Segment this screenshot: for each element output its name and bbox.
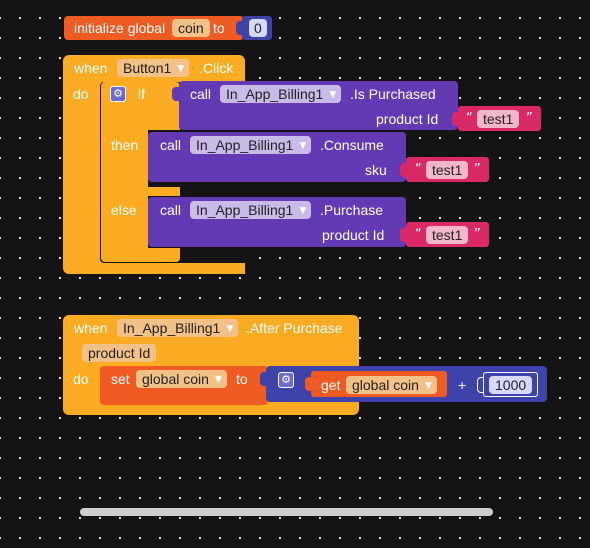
variable-name: global coin bbox=[142, 371, 209, 387]
set-label: set bbox=[111, 371, 130, 387]
component-dropdown[interactable]: In_App_Billing1 ▼ bbox=[190, 201, 312, 219]
component-name: In_App_Billing1 bbox=[123, 320, 221, 336]
method-name: .Consume bbox=[320, 137, 384, 153]
quote-close: ” bbox=[474, 162, 481, 177]
call-label: call bbox=[160, 137, 182, 153]
chevron-down-icon: ▼ bbox=[177, 64, 185, 74]
chevron-down-icon: ▼ bbox=[425, 381, 432, 391]
method-name: .Is Purchased bbox=[350, 86, 436, 102]
gear-glyph: ⚙ bbox=[281, 373, 291, 386]
text-field[interactable]: test1 bbox=[477, 110, 520, 128]
event-name: .After Purchase bbox=[246, 320, 343, 336]
horizontal-scrollbar[interactable] bbox=[80, 508, 493, 516]
chevron-down-icon: ▼ bbox=[215, 375, 222, 385]
event-bottom-cover bbox=[180, 263, 245, 274]
initialize-global-label: initialize global bbox=[74, 20, 166, 36]
text-field[interactable]: test1 bbox=[426, 161, 469, 179]
gear-glyph: ⚙ bbox=[113, 87, 123, 100]
variable-name: global coin bbox=[352, 377, 419, 393]
event-name: .Click bbox=[199, 60, 234, 76]
chevron-down-icon: ▼ bbox=[299, 141, 307, 151]
if-label: if bbox=[138, 86, 145, 102]
call-label: call bbox=[160, 202, 182, 218]
socket-connector bbox=[400, 163, 408, 177]
to-label: to bbox=[236, 371, 248, 387]
chevron-down-icon: ▼ bbox=[226, 324, 234, 334]
quote-open: “ bbox=[415, 162, 422, 177]
socket-connector bbox=[400, 228, 408, 242]
chevron-down-icon: ▼ bbox=[299, 206, 307, 216]
do-label: do bbox=[73, 86, 89, 102]
socket-connector bbox=[452, 112, 460, 126]
socket-connector bbox=[305, 377, 313, 391]
component-dropdown[interactable]: In_App_Billing1 ▼ bbox=[190, 136, 312, 154]
quote-close: ” bbox=[474, 227, 481, 242]
method-name: .Purchase bbox=[320, 202, 384, 218]
text-field[interactable]: test1 bbox=[426, 226, 469, 244]
quote-open: “ bbox=[466, 111, 473, 126]
param-label: product Id bbox=[322, 227, 385, 243]
global-name-field[interactable]: coin bbox=[172, 19, 210, 37]
initialize-global-block[interactable] bbox=[64, 16, 244, 40]
else-label: else bbox=[111, 202, 137, 218]
quote-close: ” bbox=[526, 111, 533, 126]
call-label: call bbox=[190, 86, 212, 102]
when-label: when bbox=[74, 60, 108, 76]
number-field[interactable]: 1000 bbox=[489, 376, 533, 394]
component-name: Button1 bbox=[123, 60, 172, 76]
component-dropdown[interactable]: Button1 ▼ bbox=[117, 59, 190, 77]
socket-connector bbox=[172, 87, 180, 101]
component-name: In_App_Billing1 bbox=[196, 202, 294, 218]
then-label: then bbox=[111, 137, 139, 153]
gear-icon[interactable]: gear-icon bbox=[278, 372, 294, 388]
gear-icon[interactable]: gear-icon bbox=[110, 86, 126, 102]
component-dropdown[interactable]: In_App_Billing1 ▼ bbox=[220, 85, 342, 103]
component-name: In_App_Billing1 bbox=[226, 86, 324, 102]
get-label: get bbox=[321, 377, 341, 393]
variable-dropdown[interactable]: global coin ▼ bbox=[346, 376, 437, 394]
param-label: sku bbox=[365, 162, 387, 178]
do-label: do bbox=[73, 371, 89, 387]
operator-label: + bbox=[458, 377, 467, 393]
init-number-field[interactable]: 0 bbox=[249, 19, 267, 37]
event-param-field[interactable]: product Id bbox=[82, 344, 157, 362]
socket-connector bbox=[260, 372, 268, 386]
when-label: when bbox=[74, 320, 108, 336]
component-dropdown[interactable]: In_App_Billing1 ▼ bbox=[117, 319, 239, 337]
initialize-to-label: to bbox=[213, 20, 225, 36]
variable-dropdown[interactable]: global coin ▼ bbox=[136, 370, 227, 388]
param-label: product Id bbox=[376, 111, 439, 127]
quote-open: “ bbox=[415, 227, 422, 242]
chevron-down-icon: ▼ bbox=[329, 90, 337, 100]
component-name: In_App_Billing1 bbox=[196, 137, 294, 153]
socket-connector bbox=[236, 21, 244, 35]
